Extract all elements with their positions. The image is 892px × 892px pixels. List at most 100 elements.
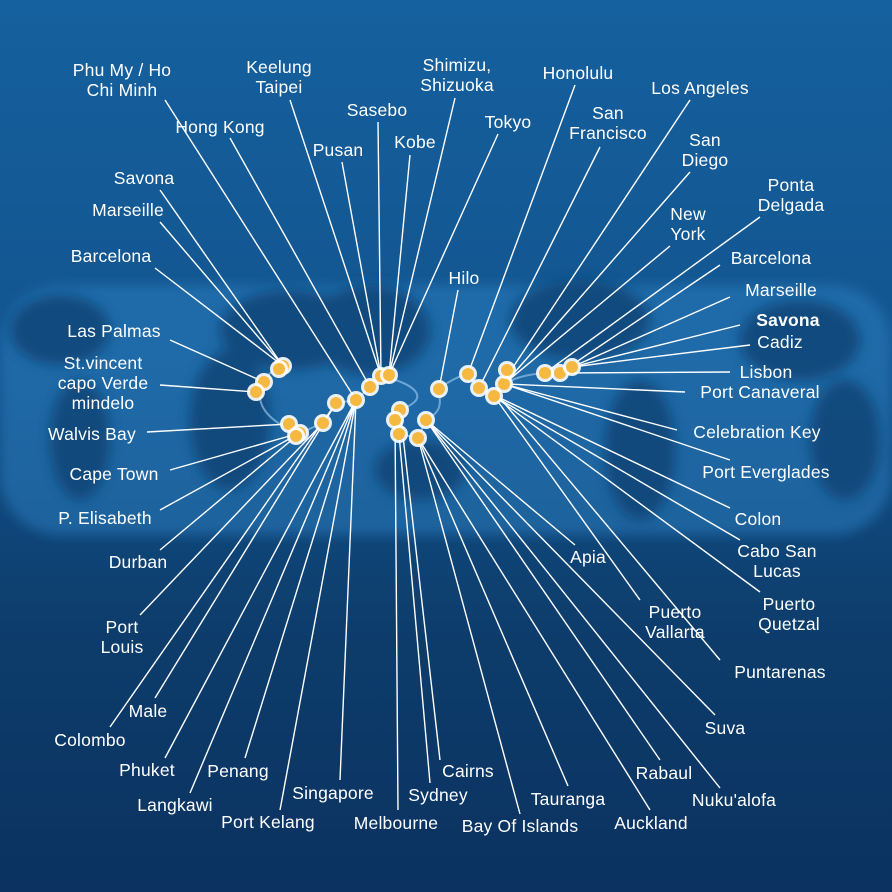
port-marker[interactable] (317, 417, 329, 429)
leader-line-barcelona (154, 267, 284, 367)
leader-line-apia (425, 419, 576, 546)
port-label-shimizu-shizuoka: Shimizu, Shizuoka (420, 55, 494, 95)
port-marker[interactable] (283, 418, 295, 430)
port-marker[interactable] (566, 361, 578, 373)
port-label-auckland: Auckland (614, 813, 688, 833)
port-label-marseille: Marseille (745, 280, 817, 300)
port-label-cape-town: Cape Town (69, 464, 159, 484)
leader-line-nuku-alofa (425, 419, 721, 789)
port-label-los-angeles: Los Angeles (651, 78, 749, 98)
port-label-phuket: Phuket (119, 760, 175, 780)
leader-line-hilo (438, 289, 459, 390)
port-marker[interactable] (412, 432, 424, 444)
port-marker[interactable] (539, 367, 551, 379)
leader-line-male (154, 402, 337, 699)
port-marker[interactable] (290, 430, 302, 442)
port-marker[interactable] (462, 368, 474, 380)
port-label-celebration-key: Celebration Key (693, 422, 821, 442)
port-marker[interactable] (433, 383, 445, 395)
port-label-cadiz: Cadiz (757, 332, 803, 352)
leader-line-ponta-delgada (544, 216, 761, 374)
port-label-las-palmas: Las Palmas (67, 321, 161, 341)
port-marker[interactable] (350, 394, 362, 406)
port-label-san-diego: San Diego (681, 130, 729, 170)
port-label-durban: Durban (108, 552, 168, 572)
port-label-apia: Apia (570, 547, 606, 567)
leader-line-marseille (159, 221, 284, 367)
port-label-p-elisabeth: P. Elisabeth (58, 508, 152, 528)
leader-line-phu-my-ho-chi-minh (164, 99, 357, 401)
port-label-tokyo: Tokyo (484, 112, 532, 132)
leader-line-rabaul (425, 419, 661, 761)
port-marker[interactable] (364, 381, 376, 393)
port-marker[interactable] (383, 369, 395, 381)
port-marker[interactable] (501, 364, 513, 376)
leader-line-savona (571, 324, 741, 368)
leader-line-colombo (109, 402, 337, 728)
port-marker[interactable] (250, 386, 262, 398)
leader-line-los-angeles (493, 99, 691, 397)
port-label-nuku-alofa: Nuku'alofa (691, 790, 777, 810)
leader-line-honolulu (467, 84, 576, 375)
leader-line-tokyo (388, 133, 499, 376)
port-label-kobe: Kobe (394, 132, 436, 152)
port-label-colombo: Colombo (54, 730, 126, 750)
leader-line-cairns (399, 409, 441, 761)
port-label-phu-my-ho-chi-minh: Phu My / Ho Chi Minh (72, 60, 172, 100)
port-label-barcelona: Barcelona (730, 248, 812, 268)
port-label-hilo: Hilo (448, 268, 480, 288)
port-label-melbourne: Melbourne (353, 813, 439, 833)
leader-line-st-vincent-capo-verde-mindelo (159, 384, 257, 393)
port-marker[interactable] (393, 428, 405, 440)
leader-line-tauranga (417, 437, 569, 787)
port-label-keelung-taipei: Keelung Taipei (246, 57, 312, 97)
leader-line-colon (499, 397, 731, 509)
leader-line-lisbon (559, 371, 731, 374)
leader-line-shimizu-shizuoka (388, 97, 456, 376)
port-marker[interactable] (389, 414, 401, 426)
leader-line-auckland (417, 437, 651, 811)
leader-line-singapore (339, 399, 357, 781)
port-marker[interactable] (498, 378, 510, 390)
leader-line-port-everglades (503, 383, 731, 461)
leader-line-hong-kong (229, 137, 371, 388)
leader-line-melbourne (394, 419, 399, 811)
port-label-honolulu: Honolulu (542, 63, 614, 83)
port-marker[interactable] (330, 397, 342, 409)
leader-line-marseille (571, 296, 731, 368)
port-label-colon: Colon (734, 509, 782, 529)
leader-line-kobe (388, 154, 411, 376)
port-label-ponta-delgada: Ponta Delgada (757, 175, 825, 215)
port-label-pusan: Pusan (312, 140, 364, 160)
port-label-langkawi: Langkawi (137, 795, 213, 815)
port-marker[interactable] (473, 382, 485, 394)
port-marker[interactable] (273, 363, 285, 375)
leader-line-san-diego (493, 171, 691, 397)
leader-line-puntarenas (499, 397, 721, 661)
leader-line-pusan (341, 161, 382, 377)
port-marker[interactable] (554, 367, 566, 379)
leader-line-sydney (398, 433, 431, 784)
leader-line-celebration-key (503, 383, 678, 431)
port-marker[interactable] (420, 414, 432, 426)
leader-line-penang (244, 399, 357, 759)
leader-line-puerto-quetzal (493, 395, 761, 593)
port-label-new-york: New York (670, 204, 706, 244)
port-marker[interactable] (488, 390, 500, 402)
port-label-marseille: Marseille (92, 200, 164, 220)
leader-line-cadiz (571, 344, 751, 368)
port-label-cabo-san-lucas: Cabo San Lucas (737, 541, 817, 581)
leader-line-phuket (164, 399, 357, 759)
leader-line-savona (159, 189, 284, 367)
port-label-port-canaveral: Port Canaveral (700, 382, 820, 402)
leader-line-keelung-taipei (289, 99, 382, 377)
port-label-savona: Savona (113, 168, 175, 188)
leader-line-cabo-san-lucas (493, 395, 741, 541)
leader-line-sasebo (377, 121, 382, 377)
leader-line-cape-town (169, 432, 301, 471)
leader-line-p-elisabeth (159, 432, 301, 511)
port-label-sydney: Sydney (408, 785, 468, 805)
port-label-sasebo: Sasebo (346, 100, 408, 120)
